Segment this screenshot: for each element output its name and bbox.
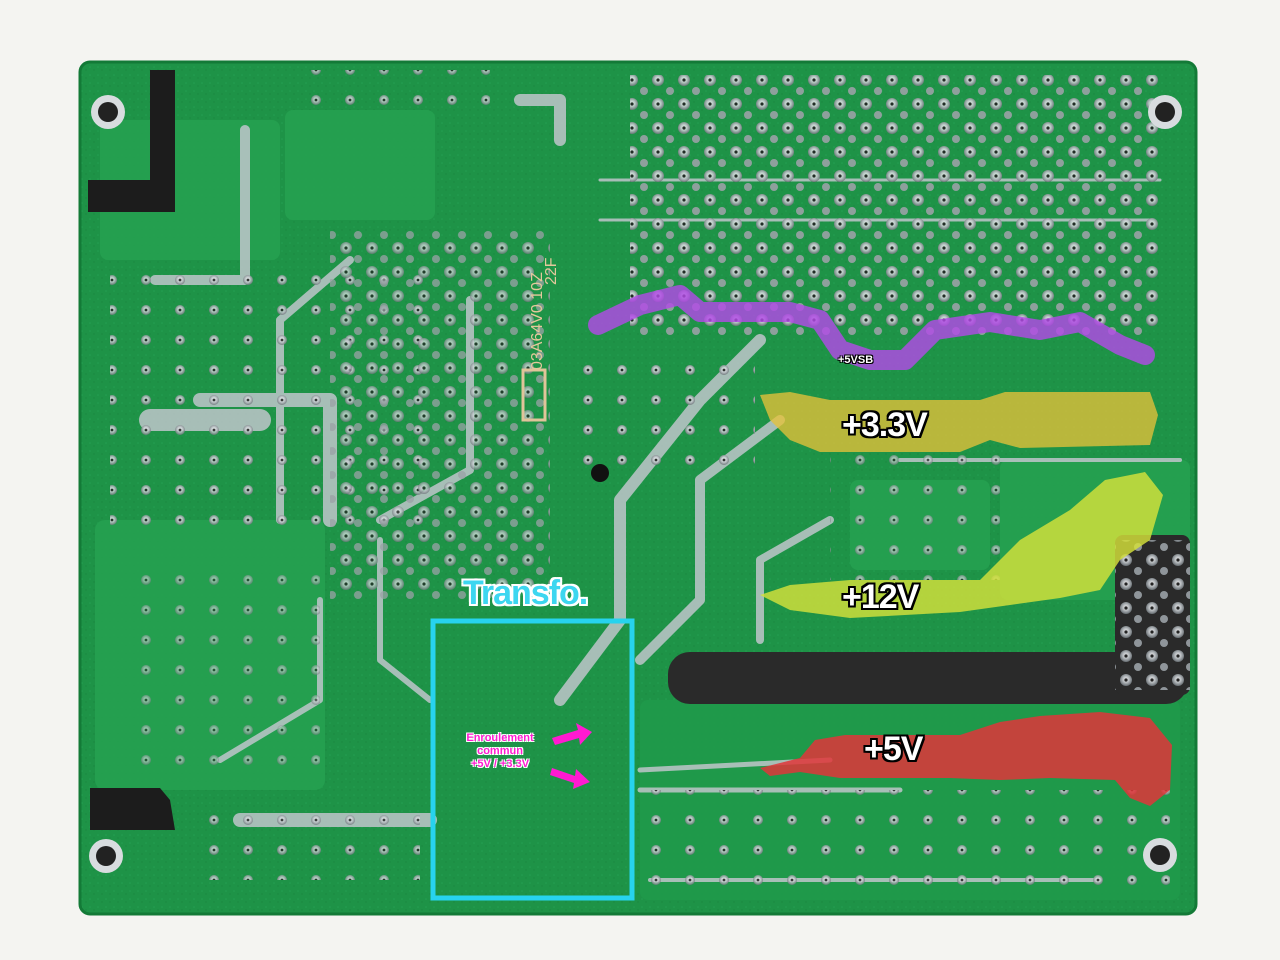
winding-arrows <box>550 723 592 789</box>
solder-pads <box>110 70 1190 900</box>
winding-line-3: +5V / +3.3V <box>470 758 530 770</box>
silkscreen: 22F 03A64V0 10Z <box>521 257 560 422</box>
highlight-5v-rail <box>760 712 1172 806</box>
highlight-12v-rail <box>760 472 1163 618</box>
label-common-winding: Enroulement commun +5V / +3.3V <box>452 732 548 771</box>
label-transformer: Transfo. <box>463 574 588 612</box>
label-5v: +5V <box>864 730 923 768</box>
label-12v: +12V <box>842 578 919 616</box>
label-3v3: +3.3V <box>842 406 928 444</box>
winding-line-2: commun <box>477 745 523 757</box>
arrow-icon <box>552 723 592 745</box>
highlight-3v3-rail <box>760 392 1158 452</box>
label-5vsb: +5VSB <box>838 354 874 366</box>
silkscreen-line-1: 22F <box>543 257 560 285</box>
arrow-icon <box>550 768 590 789</box>
winding-line-1: Enroulement <box>466 732 534 744</box>
transformer-outline <box>430 618 635 901</box>
highlight-5vsb-rail <box>588 285 1155 370</box>
silkscreen-line-2: 03A64V0 10Z <box>529 272 546 370</box>
mounting-holes <box>89 95 1182 873</box>
